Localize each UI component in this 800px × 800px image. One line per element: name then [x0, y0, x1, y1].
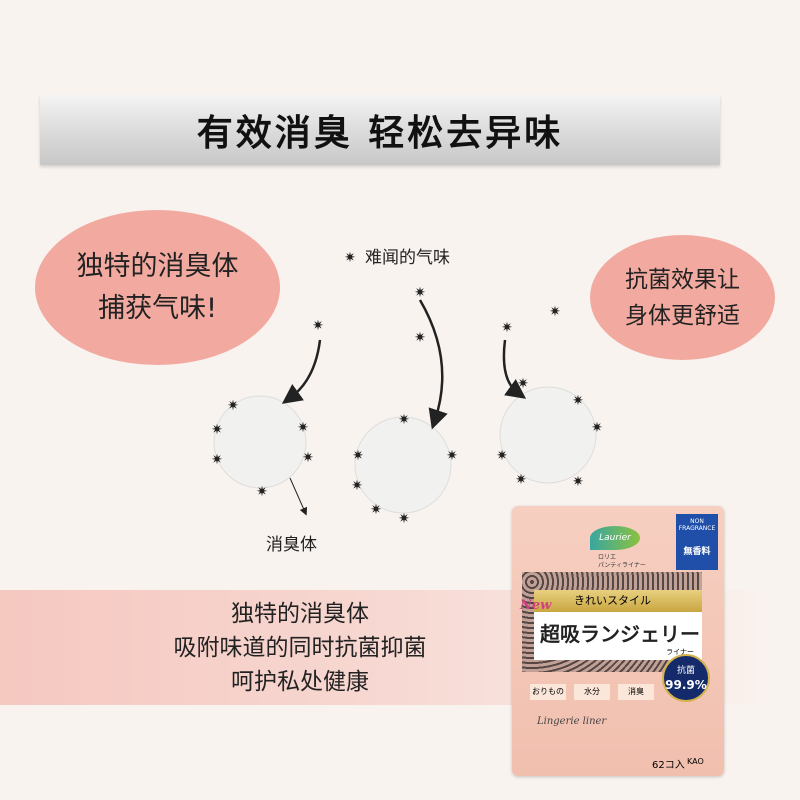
deodorant-blob — [213, 395, 307, 489]
new-label: New — [520, 598, 552, 613]
odor-legend: 难闻的气味 — [345, 243, 450, 268]
badge-value: 99.9% — [665, 678, 707, 692]
svg-text:✷: ✷ — [302, 450, 314, 466]
band-line: 独特的消臭体 — [231, 600, 369, 627]
title-banner: 有效消臭 轻松去异味 — [40, 95, 720, 165]
bubble-left-line: 独特的消臭体 — [76, 250, 239, 282]
svg-text:✷: ✷ — [446, 448, 458, 464]
svg-text:✷: ✷ — [211, 452, 223, 468]
deodorant-blob — [499, 386, 597, 484]
product-package: NON FRAGRANCE 無香料 Laurier ロリエパンティライナー きれい… — [512, 506, 724, 776]
bubble-right: 抗菌效果让 身体更舒适 — [590, 235, 775, 360]
svg-text:✷: ✷ — [517, 376, 529, 392]
svg-text:✷: ✷ — [572, 393, 584, 409]
script-text: Lingerie liner — [537, 716, 607, 727]
band-line: 呵护私处健康 — [231, 668, 369, 695]
chip: おりもの — [530, 684, 566, 700]
legend-text: 难闻的气味 — [365, 248, 450, 268]
title: 有效消臭 轻松去异味 — [196, 113, 564, 154]
mukoryo-text: 無香料 — [683, 547, 711, 557]
band-line: 吸附味道的同时抗菌抑菌 — [173, 634, 427, 661]
svg-text:✷: ✷ — [370, 502, 382, 518]
svg-text:✷: ✷ — [352, 448, 364, 464]
badge-label: 抗菌 — [676, 666, 695, 676]
arrow — [502, 339, 527, 399]
svg-text:✷: ✷ — [211, 422, 223, 438]
maker-logo: KAO — [687, 757, 704, 766]
product-name-box: 超吸ランジェリーライナー — [534, 612, 702, 660]
bubble-left-line: 捕获气味! — [98, 292, 217, 324]
arrow — [289, 477, 308, 516]
odor-icons: ✷ ✷✷✷ ✷✷ ✷✷✷✷✷✷ ✷✷✷✷✷✷ ✷✷✷✷✷✷ — [211, 250, 603, 527]
sub-line: ロリエ — [598, 554, 617, 561]
svg-text:✷: ✷ — [312, 318, 324, 334]
brand-logo: Laurier — [590, 526, 640, 550]
antibacterial-badge: 抗菌 99.9% — [662, 654, 710, 702]
bubble-right-line: 身体更舒适 — [625, 302, 740, 329]
svg-text:✷: ✷ — [351, 478, 363, 494]
svg-text:✷: ✷ — [591, 420, 603, 436]
product-sub: ロリエパンティライナー — [598, 554, 646, 570]
product-name: 超吸ランジェリー — [540, 622, 700, 646]
sub-line: パンティライナー — [598, 562, 646, 569]
product-name-sub: ライナー — [666, 648, 694, 656]
non-fragrance-text: NON FRAGRANCE — [678, 518, 716, 532]
svg-text:✷: ✷ — [297, 420, 309, 436]
chip: 水分 — [574, 684, 610, 700]
svg-text:✷: ✷ — [398, 511, 410, 527]
bubble-right-line: 抗菌效果让 — [625, 266, 740, 293]
svg-text:✷: ✷ — [572, 474, 584, 490]
svg-text:✷: ✷ — [496, 448, 508, 464]
non-fragrance-label: NON FRAGRANCE 無香料 — [676, 514, 718, 570]
chip: 消臭 — [618, 684, 654, 700]
bubble-left: 独特的消臭体 捕获气味! — [35, 210, 280, 365]
deodorant-blob — [354, 416, 452, 514]
svg-text:✷: ✷ — [398, 412, 410, 428]
svg-text:✷: ✷ — [344, 250, 356, 266]
svg-text:✷: ✷ — [501, 320, 513, 336]
blob-label: 消臭体 — [266, 535, 317, 555]
count: 62コ入 — [652, 760, 685, 771]
svg-text:✷: ✷ — [256, 484, 268, 500]
svg-text:✷: ✷ — [227, 398, 239, 414]
arrow — [418, 299, 448, 430]
svg-text:✷: ✷ — [414, 285, 426, 301]
svg-text:✷: ✷ — [414, 330, 426, 346]
gold-ribbon: きれいスタイル — [534, 590, 702, 612]
arrow — [281, 339, 322, 404]
svg-text:✷: ✷ — [549, 304, 561, 320]
svg-text:✷: ✷ — [515, 472, 527, 488]
